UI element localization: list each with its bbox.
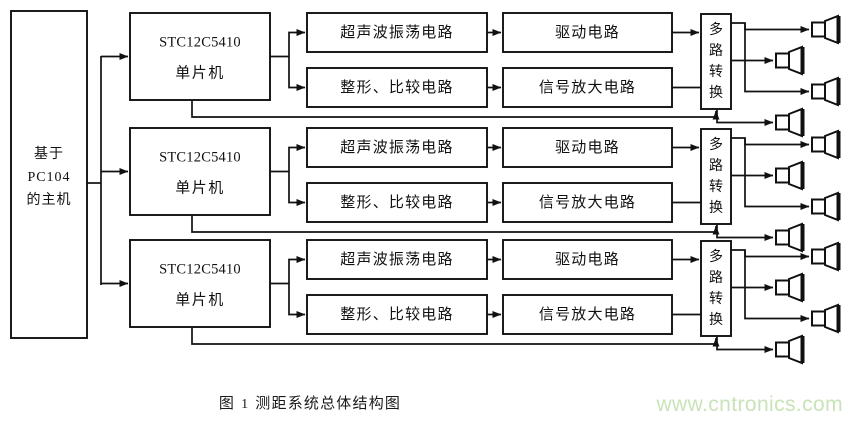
rx-circuit1-row2 <box>306 182 488 223</box>
rx-circuit2-row1 <box>502 67 673 108</box>
mux-block-row2 <box>700 128 732 225</box>
transducer-row1-d <box>775 107 805 138</box>
host-block <box>10 10 88 339</box>
mux-char1-row1: 多 <box>709 21 723 38</box>
wire-mux-to-transducer-a-row3 <box>731 249 810 260</box>
mux-char2-row3: 路 <box>709 270 723 286</box>
mcu-kind-row3: 单片机 <box>175 291 225 308</box>
rx-circuit1-label-row2: 整形、比较电路 <box>340 193 453 211</box>
mux-char2-row1: 路 <box>709 43 723 59</box>
mcu-kind-row1: 单片机 <box>175 64 225 81</box>
mcu-block-row1 <box>129 12 271 101</box>
mux-block-row3 <box>700 240 732 337</box>
caption-title: 测距系统总体结构图 <box>255 396 402 412</box>
rx-circuit2-label-row1: 信号放大电路 <box>539 79 636 96</box>
tx-circuit1-label-row2: 超声波振荡电路 <box>340 138 453 156</box>
transducer-row3-b <box>775 272 805 303</box>
wire-mux-to-transducer-a-row1 <box>731 22 810 33</box>
transducer-row2-d <box>775 222 805 253</box>
mcu-model-row2: STC12C5410 <box>159 149 241 165</box>
tx-circuit2-row1 <box>502 12 673 53</box>
mux-char3-row3: 转 <box>709 291 723 307</box>
wire-mux-to-transducer-a-row2 <box>731 137 810 148</box>
wire-feedback-row1 <box>191 100 720 120</box>
rx-circuit2-label-row2: 信号放大电路 <box>539 194 636 211</box>
transducer-row2-a <box>811 129 841 160</box>
caption-prefix: 图 <box>218 396 236 412</box>
mux-char3-row2: 转 <box>709 179 723 195</box>
mcu-kind-row2: 单片机 <box>175 179 225 196</box>
transducer-group <box>775 14 841 365</box>
rx-circuit2-label-row3: 信号放大电路 <box>539 306 636 323</box>
site-watermark: www.cntronics.com <box>656 393 843 416</box>
host-label-line3: 的主机 <box>27 192 72 208</box>
wire-mcu-to-tx-row2 <box>288 144 306 172</box>
wire-mux-to-transducer-c-row3 <box>744 250 810 322</box>
rx-circuit1-row1 <box>306 67 488 108</box>
rx-circuit2-row2 <box>502 182 673 223</box>
transducer-row2-c <box>811 191 841 222</box>
mux-block-row1 <box>700 13 732 110</box>
tx-circuit1-row1 <box>306 12 488 53</box>
mux-char4-row1: 换 <box>709 84 723 101</box>
mux-char1-row2: 多 <box>709 136 723 153</box>
mux-char3-row1: 转 <box>709 64 723 80</box>
wire-feedback-row2 <box>191 215 720 235</box>
mux-char4-row2: 换 <box>709 199 723 216</box>
mcu-block-row3 <box>129 239 271 328</box>
transducer-row2-b <box>775 160 805 191</box>
wire-mcu-to-tx-row1 <box>288 29 306 57</box>
mux-char2-row2: 路 <box>709 158 723 174</box>
host-label-line2: PC104 <box>27 170 70 185</box>
tx-circuit1-label-row1: 超声波振荡电路 <box>340 23 453 41</box>
tx-circuit2-label-row2: 驱动电路 <box>555 139 620 156</box>
mux-char4-row3: 换 <box>709 311 723 328</box>
block-labels: 基于PC104的主机STC12C5410单片机超声波振荡电路驱动电路整形、比较电… <box>27 21 724 328</box>
tx-circuit1-label-row3: 超声波振荡电路 <box>340 250 453 268</box>
rx-circuit1-label-row1: 整形、比较电路 <box>340 78 453 96</box>
block-boxes <box>10 10 732 339</box>
host-label-line1: 基于 <box>34 145 64 162</box>
connector-wires <box>87 22 810 353</box>
transducer-row1-a <box>811 14 841 45</box>
mux-char1-row3: 多 <box>709 248 723 265</box>
wire-mcu-to-rx-row2 <box>288 171 306 206</box>
transducer-row1-c <box>811 76 841 107</box>
mcu-model-row3: STC12C5410 <box>159 261 241 277</box>
tx-circuit2-label-row1: 驱动电路 <box>555 24 620 41</box>
rx-circuit1-label-row3: 整形、比较电路 <box>340 305 453 323</box>
wire-mcu-to-rx-row3 <box>288 283 306 318</box>
wire-mux-to-transducer-c-row1 <box>744 23 810 95</box>
wire-mcu-to-tx-row3 <box>288 256 306 284</box>
transducer-row3-a <box>811 241 841 272</box>
wire-mux-to-transducer-c-row2 <box>744 138 810 210</box>
wire-mcu-to-rx-row1 <box>288 56 306 91</box>
tx-circuit1-row3 <box>306 239 488 280</box>
transducer-row1-b <box>775 45 805 76</box>
tx-circuit2-row3 <box>502 239 673 280</box>
mcu-block-row2 <box>129 127 271 216</box>
tx-circuit1-row2 <box>306 127 488 168</box>
transducer-row3-c <box>811 303 841 334</box>
wire-feedback-row3 <box>191 327 720 347</box>
caption-number: 1 <box>241 397 250 412</box>
rx-circuit1-row3 <box>306 294 488 335</box>
transducer-row3-d <box>775 334 805 365</box>
tx-circuit2-label-row3: 驱动电路 <box>555 251 620 268</box>
tx-circuit2-row2 <box>502 127 673 168</box>
rx-circuit2-row3 <box>502 294 673 335</box>
mcu-model-row1: STC12C5410 <box>159 34 241 50</box>
